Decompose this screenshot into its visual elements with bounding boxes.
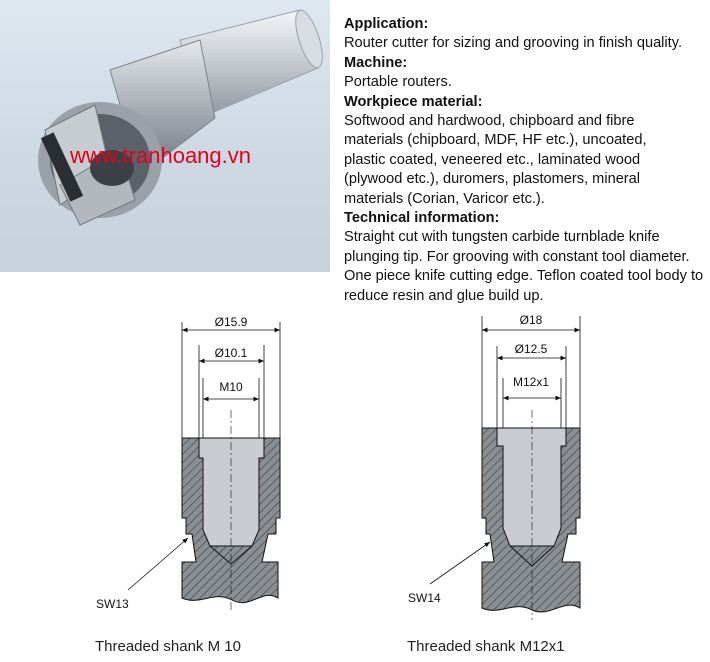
section-heading: Technical information: — [344, 210, 500, 227]
section-heading: Workpiece material: — [344, 93, 483, 110]
section-workpiece-material: Workpiece material: Softwood and hardwoo… — [344, 93, 710, 209]
section-heading: Machine: — [344, 54, 408, 71]
dim-thread: M10 — [219, 380, 243, 394]
dim-outer-diameter: Ø15.9 — [215, 315, 248, 329]
caption-threaded-shank-m10: Threaded shank M 10 — [95, 638, 241, 655]
drawing-m10: Ø15.9 Ø10.1 M10 SW13 — [96, 315, 281, 612]
router-cutter-image — [38, 9, 323, 226]
dim-mid-diameter: Ø10.1 — [215, 346, 248, 360]
caption-threaded-shank-m12x1: Threaded shank M12x1 — [407, 638, 565, 655]
section-machine: Machine: Portable routers. — [344, 54, 710, 93]
section-text: Softwood and hardwood, chipboard and fib… — [344, 113, 647, 207]
dim-thread: M12x1 — [513, 375, 549, 389]
wrench-size-label: SW13 — [96, 597, 129, 611]
watermark-text: www.tranhoang.vn — [70, 143, 251, 168]
dim-outer-diameter: Ø18 — [520, 313, 543, 327]
drawing-m12x1: Ø18 Ø12.5 M12x1 SW14 — [408, 313, 581, 620]
section-application: Application: Router cutter for sizing an… — [344, 15, 710, 54]
technical-drawings: Ø15.9 Ø10.1 M10 SW13 Ø18 Ø12.5 M12x1 — [96, 313, 581, 620]
section-text: Portable routers. — [344, 74, 452, 91]
section-text: Router cutter for sizing and grooving in… — [344, 35, 682, 52]
section-technical-information: Technical information: Straight cut with… — [344, 209, 710, 306]
section-text: Straight cut with tungsten carbide turnb… — [344, 229, 704, 304]
section-heading: Application: — [344, 16, 429, 32]
product-photo: www.tranhoang.vn — [0, 0, 330, 272]
dim-mid-diameter: Ø12.5 — [515, 342, 548, 356]
product-info: Application: Router cutter for sizing an… — [344, 15, 710, 306]
wrench-size-label: SW14 — [408, 591, 441, 605]
